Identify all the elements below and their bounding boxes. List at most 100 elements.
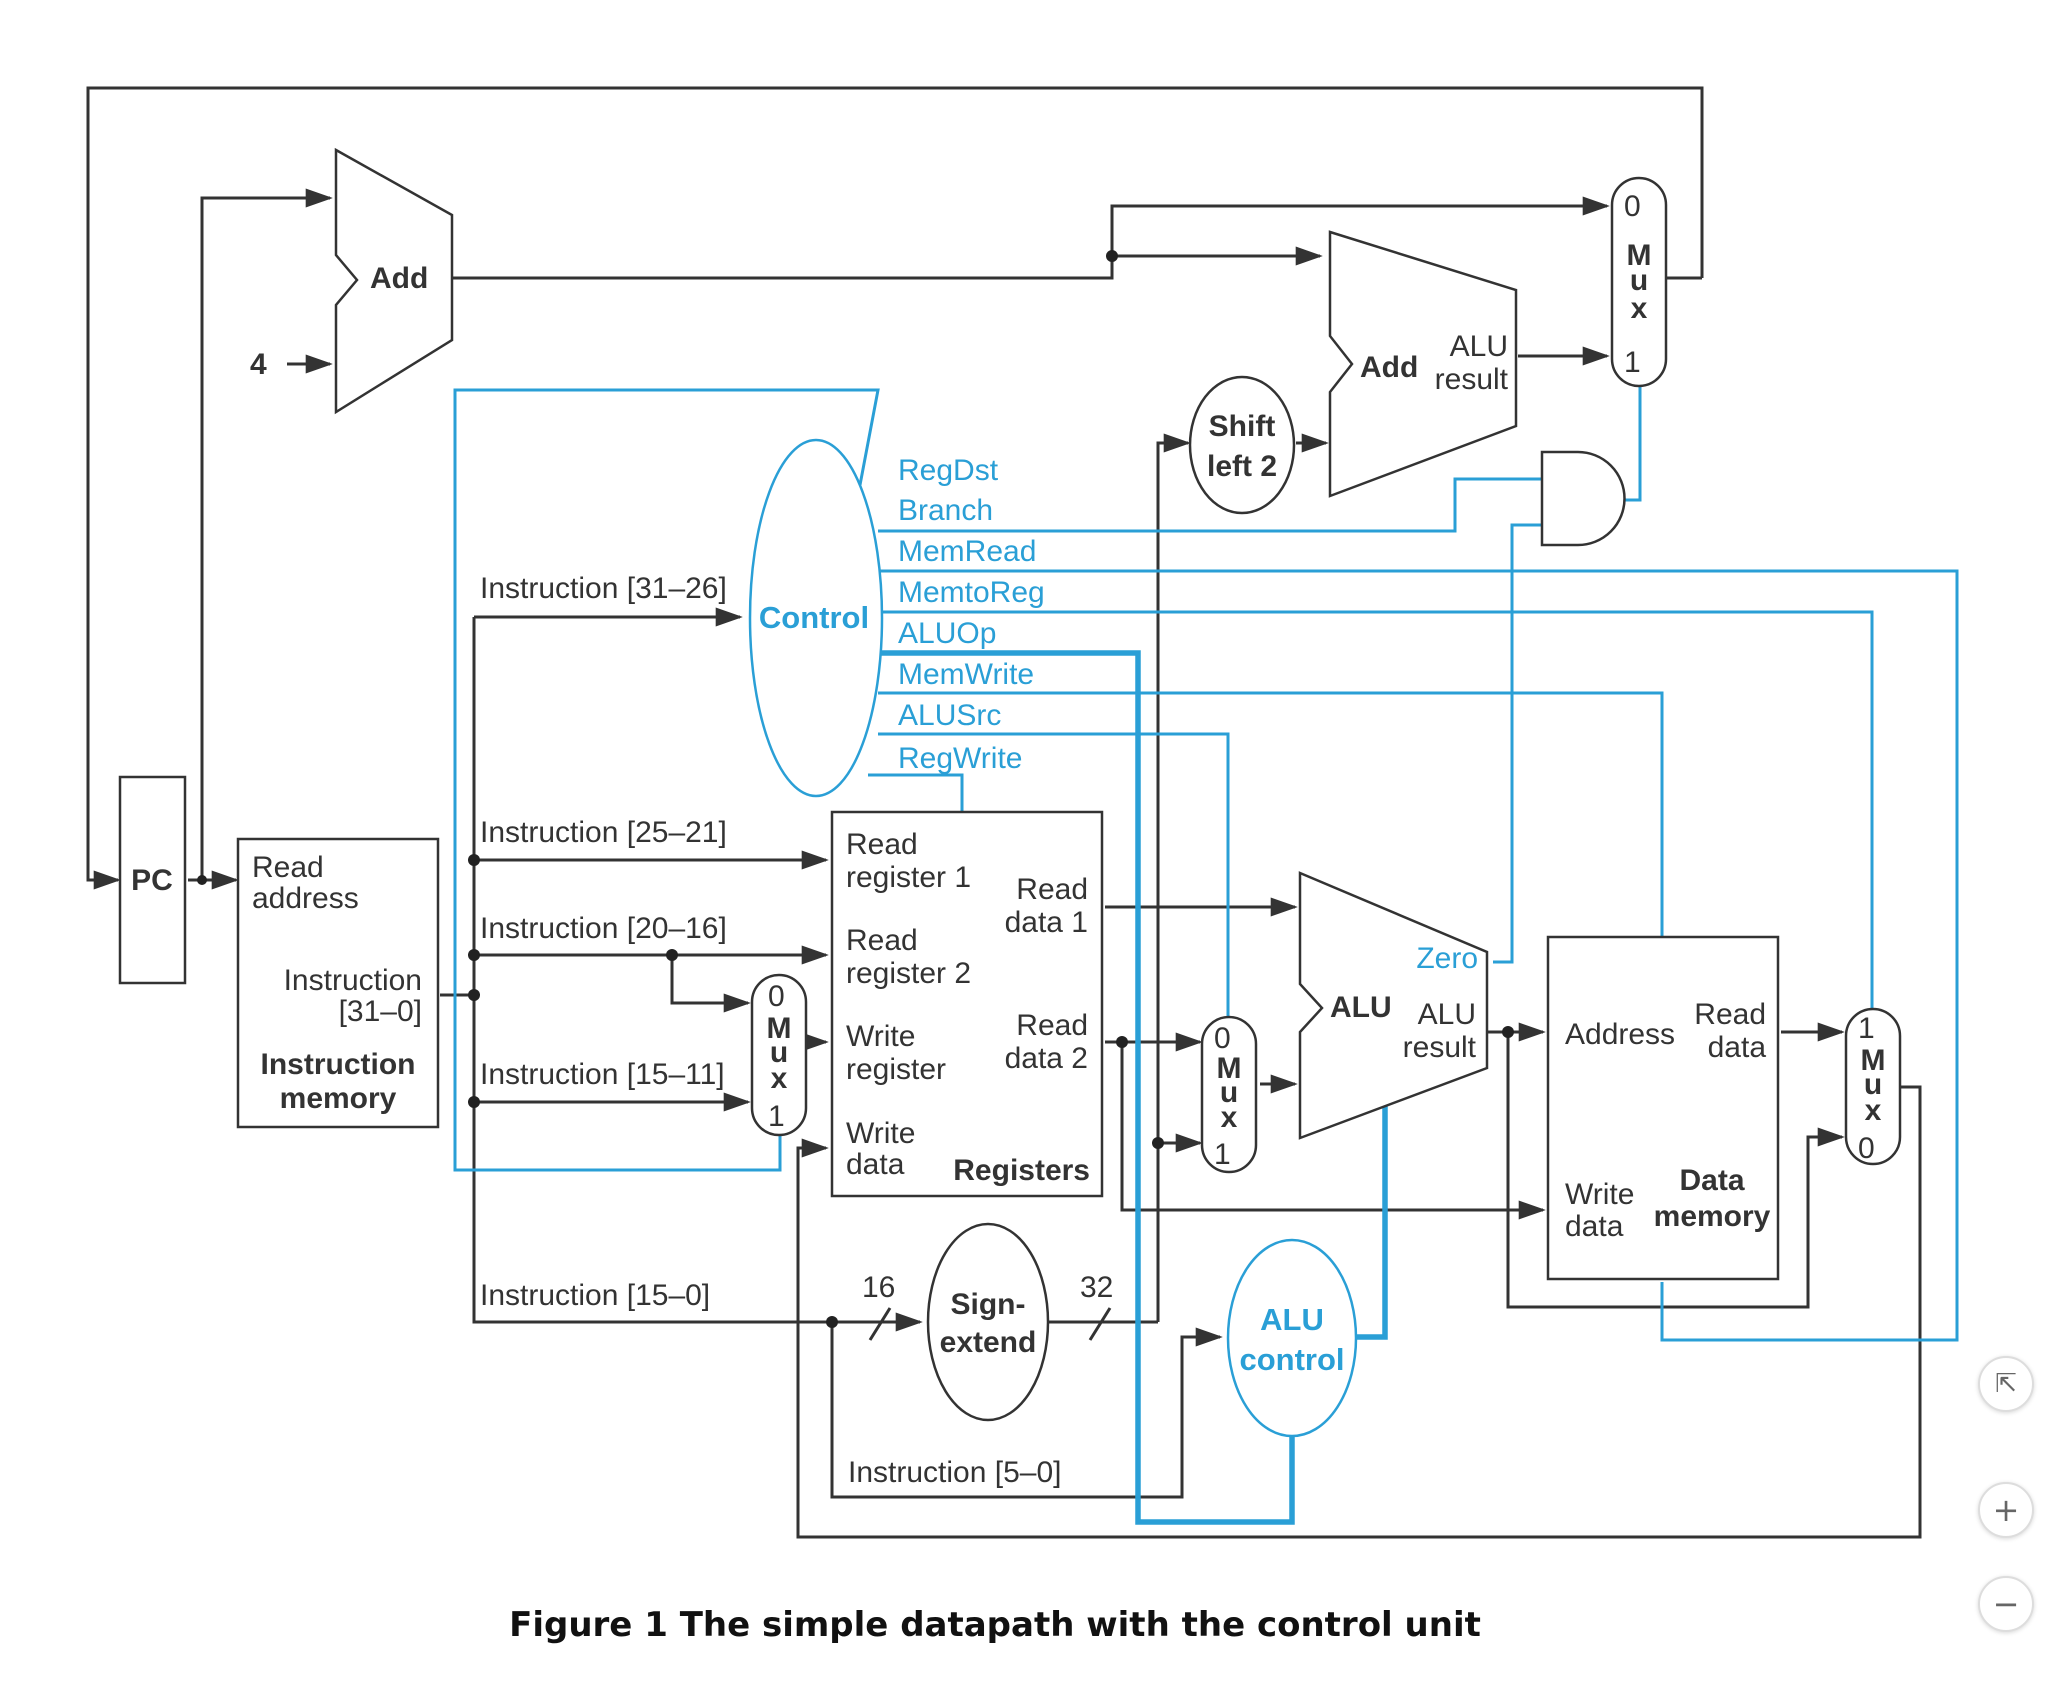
branch-adder	[1328, 230, 1518, 498]
mux-alusrc-bottom: 1	[1214, 1138, 1231, 1171]
control-wires	[453, 385, 1959, 1525]
field-15-11: Instruction [15–11]	[480, 1058, 725, 1091]
im-title-1: Instruction	[261, 1048, 416, 1081]
reg-wdb: data	[846, 1148, 905, 1181]
registers-title: Registers	[953, 1154, 1090, 1187]
alu-res2: result	[1403, 1031, 1477, 1064]
branch-adder-res1: ALU	[1450, 330, 1508, 363]
alu-control-1: ALU	[1260, 1302, 1324, 1337]
signal-memtoreg: MemtoReg	[898, 576, 1045, 609]
reg-rr2b: register 2	[846, 957, 971, 990]
reg-rr2a: Read	[846, 924, 918, 957]
mux-pc-bottom: 1	[1624, 346, 1641, 379]
mux-memtoreg-u: u	[1864, 1068, 1882, 1101]
mux-regdst-bottom: 1	[768, 1100, 785, 1133]
field-25-21: Instruction [25–21]	[480, 816, 727, 849]
memread-wire	[878, 569, 1959, 1342]
mux-pcsrc	[1610, 176, 1668, 388]
mux-regdst-top: 0	[768, 980, 785, 1013]
dm-address: Address	[1565, 1018, 1675, 1051]
field-20-16: Instruction [20–16]	[480, 912, 727, 945]
control-signal-labels: RegDst Branch MemRead MemtoReg ALUOp Mem…	[898, 454, 1045, 775]
mux-memtoreg-x: x	[1865, 1094, 1882, 1127]
pc-register	[118, 775, 187, 985]
signal-branch: Branch	[898, 494, 993, 527]
field-31-26: Instruction [31–26]	[480, 572, 727, 605]
alu-control-2: control	[1239, 1342, 1344, 1377]
instruction-memory	[236, 837, 440, 1129]
reg-wrb: register	[846, 1053, 946, 1086]
figure-caption: Figure 1 The simple datapath with the co…	[509, 1605, 1481, 1645]
mux-memtoreg	[1844, 1007, 1902, 1166]
dm-wd2: data	[1565, 1210, 1624, 1243]
mux-alusrc-x: x	[1221, 1101, 1238, 1134]
alu	[1298, 871, 1489, 1140]
reg-rr1b: register 1	[846, 861, 971, 894]
sign-extend-1: Sign-	[951, 1288, 1026, 1321]
collapse-button[interactable]: ⇱	[1978, 1356, 2034, 1412]
reg-rd2a: Read	[1016, 1009, 1088, 1042]
branch-adder-res2: result	[1435, 363, 1509, 396]
dm-title-2: memory	[1654, 1200, 1771, 1233]
pc-adder-label: Add	[370, 262, 428, 295]
dm-rd2: data	[1708, 1031, 1767, 1064]
im-read-address-1: Read	[252, 851, 324, 884]
zoom-out-button[interactable]: −	[1978, 1576, 2034, 1632]
const-four: 4	[250, 348, 267, 381]
signal-aluop: ALUOp	[898, 617, 996, 650]
zero-wire	[1493, 523, 1542, 964]
shift-left-1: Shift	[1209, 410, 1276, 443]
shift-left-2-label: left 2	[1207, 450, 1277, 483]
control-label: Control	[759, 600, 869, 635]
dm-wd1: Write	[1565, 1178, 1634, 1211]
alu-control	[1226, 1238, 1358, 1438]
mux-pc-u: u	[1630, 264, 1648, 297]
pc-label: PC	[131, 864, 173, 897]
mux-pc-x: x	[1631, 292, 1648, 325]
sign-extend	[926, 1222, 1050, 1422]
mux-pc-top: 0	[1624, 190, 1641, 223]
reg-rd1a: Read	[1016, 873, 1088, 906]
alucontrol-wire	[1356, 1102, 1388, 1340]
alu-res1: ALU	[1418, 998, 1476, 1031]
sign-extend-2: extend	[940, 1326, 1037, 1359]
alusrc-wire	[878, 732, 1230, 1017]
im-read-address-2: address	[252, 882, 359, 915]
reg-rd2b: data 2	[1005, 1042, 1088, 1075]
zoom-in-button[interactable]: +	[1978, 1482, 2034, 1538]
dm-title-1: Data	[1679, 1164, 1744, 1197]
regwrite-wire	[868, 773, 964, 812]
shift-left-2	[1188, 375, 1296, 515]
datapath-wires	[86, 86, 1922, 1539]
memtoreg-wire	[878, 610, 1874, 1009]
reg-rd1b: data 1	[1005, 906, 1088, 939]
alu-label: ALU	[1330, 991, 1392, 1024]
aluop-wire	[878, 650, 1295, 1525]
field-15-0: Instruction [15–0]	[480, 1279, 710, 1312]
signal-alusrc: ALUSrc	[898, 699, 1001, 732]
mux-pc-m: M	[1627, 239, 1652, 272]
signal-regdst: RegDst	[898, 454, 999, 487]
im-instruction-2: [31–0]	[339, 995, 422, 1028]
and-out-wire	[1620, 385, 1642, 502]
mux-alusrc-m: M	[1217, 1052, 1242, 1085]
bits-16: 16	[862, 1271, 895, 1304]
mux-regdst-x: x	[771, 1062, 788, 1095]
signal-regwrite: RegWrite	[898, 742, 1022, 775]
mux-alusrc	[1200, 1015, 1258, 1174]
mux-alusrc-u: u	[1220, 1076, 1238, 1109]
register-file	[830, 810, 1104, 1198]
branch-and-gate	[1540, 450, 1626, 547]
im-title-2: memory	[280, 1082, 397, 1115]
mux-alusrc-top: 0	[1214, 1022, 1231, 1055]
pc-adder	[334, 147, 454, 415]
instruction-field-labels: Instruction [31–26] Instruction [25–21] …	[480, 572, 1061, 1489]
data-memory	[1546, 935, 1780, 1281]
mux-memtoreg-top: 1	[1858, 1012, 1875, 1045]
reg-wra: Write	[846, 1020, 915, 1053]
reg-rr1a: Read	[846, 828, 918, 861]
branch-adder-label: Add	[1360, 351, 1418, 384]
dm-rd1: Read	[1694, 998, 1766, 1031]
mux-regdst-u: u	[770, 1036, 788, 1069]
